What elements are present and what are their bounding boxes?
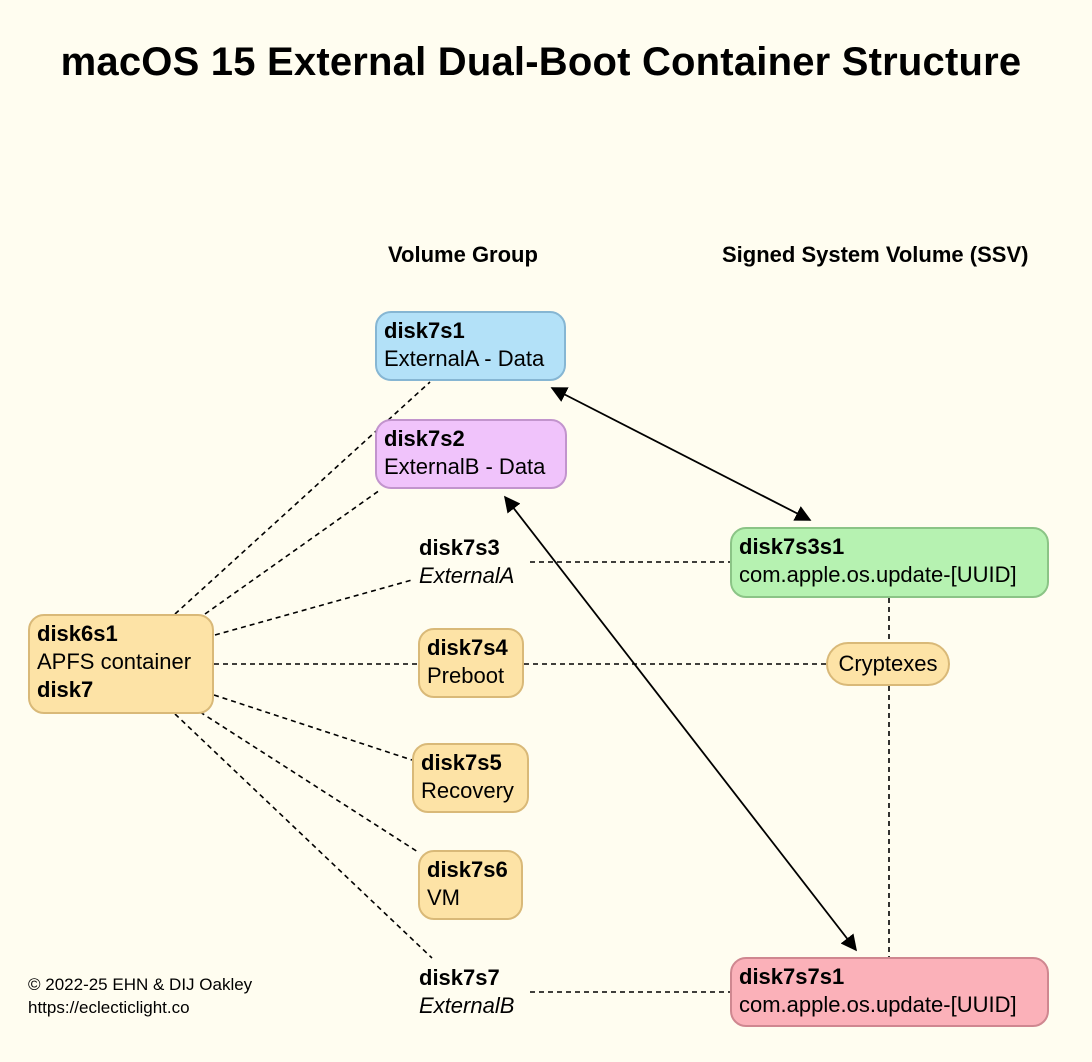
link-container-data-b <box>204 489 381 615</box>
system-a-label: ExternalA <box>419 563 515 588</box>
data-a-id: disk7s1 <box>384 318 465 343</box>
link-container-vm <box>199 711 419 853</box>
preboot-id: disk7s4 <box>427 635 508 660</box>
recovery-id: disk7s5 <box>421 750 502 775</box>
data-b-id: disk7s2 <box>384 426 465 451</box>
preboot-volume-box: disk7s4 Preboot <box>418 628 524 698</box>
ssv-header: Signed System Volume (SSV) <box>722 242 1029 267</box>
ssv-b-label: com.apple.os.update-[UUID] <box>739 992 1017 1017</box>
vm-id: disk7s6 <box>427 857 508 882</box>
apfs-container-box: disk6s1 APFS container disk7 <box>28 614 214 714</box>
link-container-data-a <box>174 381 431 615</box>
container-label: APFS container <box>37 649 192 674</box>
system-b-label: ExternalB <box>419 993 515 1018</box>
recovery-label: Recovery <box>421 778 514 803</box>
website-link[interactable]: https://eclecticlight.co <box>28 998 190 1017</box>
data-b-label: ExternalB - Data <box>384 454 546 479</box>
preboot-label: Preboot <box>427 663 505 688</box>
volume-group-header: Volume Group <box>388 242 538 267</box>
copyright-text: © 2022-25 EHN & DIJ Oakley <box>28 975 253 994</box>
cryptexes-node: Cryptexes <box>826 642 950 686</box>
container-id: disk6s1 <box>37 621 118 646</box>
arrow-data-b-ssv-b <box>504 495 857 952</box>
ssv-a-label: com.apple.os.update-[UUID] <box>739 562 1017 587</box>
ssv-a-id: disk7s3s1 <box>739 534 845 559</box>
diagram-title: macOS 15 External Dual-Boot Container St… <box>60 40 1022 84</box>
ssv-b-id: disk7s7s1 <box>739 964 845 989</box>
recovery-volume-box: disk7s5 Recovery <box>412 743 529 813</box>
data-a-label: ExternalA - Data <box>384 346 545 371</box>
container-disk: disk7 <box>37 677 94 702</box>
system-a-volume: disk7s3 ExternalA <box>419 534 514 590</box>
system-b-id: disk7s7 <box>419 965 500 990</box>
system-a-id: disk7s3 <box>419 535 500 560</box>
vm-volume-box: disk7s6 VM <box>418 850 523 920</box>
arrow-data-a-ssv-a <box>550 387 812 521</box>
copyright-credit: © 2022-25 EHN & DIJ Oakley https://eclec… <box>28 973 252 1019</box>
ssv-a-snapshot-box: disk7s3s1 com.apple.os.update-[UUID] <box>730 527 1049 598</box>
link-container-recovery <box>213 694 413 761</box>
data-b-volume-box: disk7s2 ExternalB - Data <box>375 419 567 489</box>
data-a-volume-box: disk7s1 ExternalA - Data <box>375 311 566 381</box>
vm-label: VM <box>427 885 460 910</box>
link-container-system-a <box>214 579 413 636</box>
system-b-volume: disk7s7 ExternalB <box>419 964 514 1020</box>
ssv-b-snapshot-box: disk7s7s1 com.apple.os.update-[UUID] <box>730 957 1049 1027</box>
